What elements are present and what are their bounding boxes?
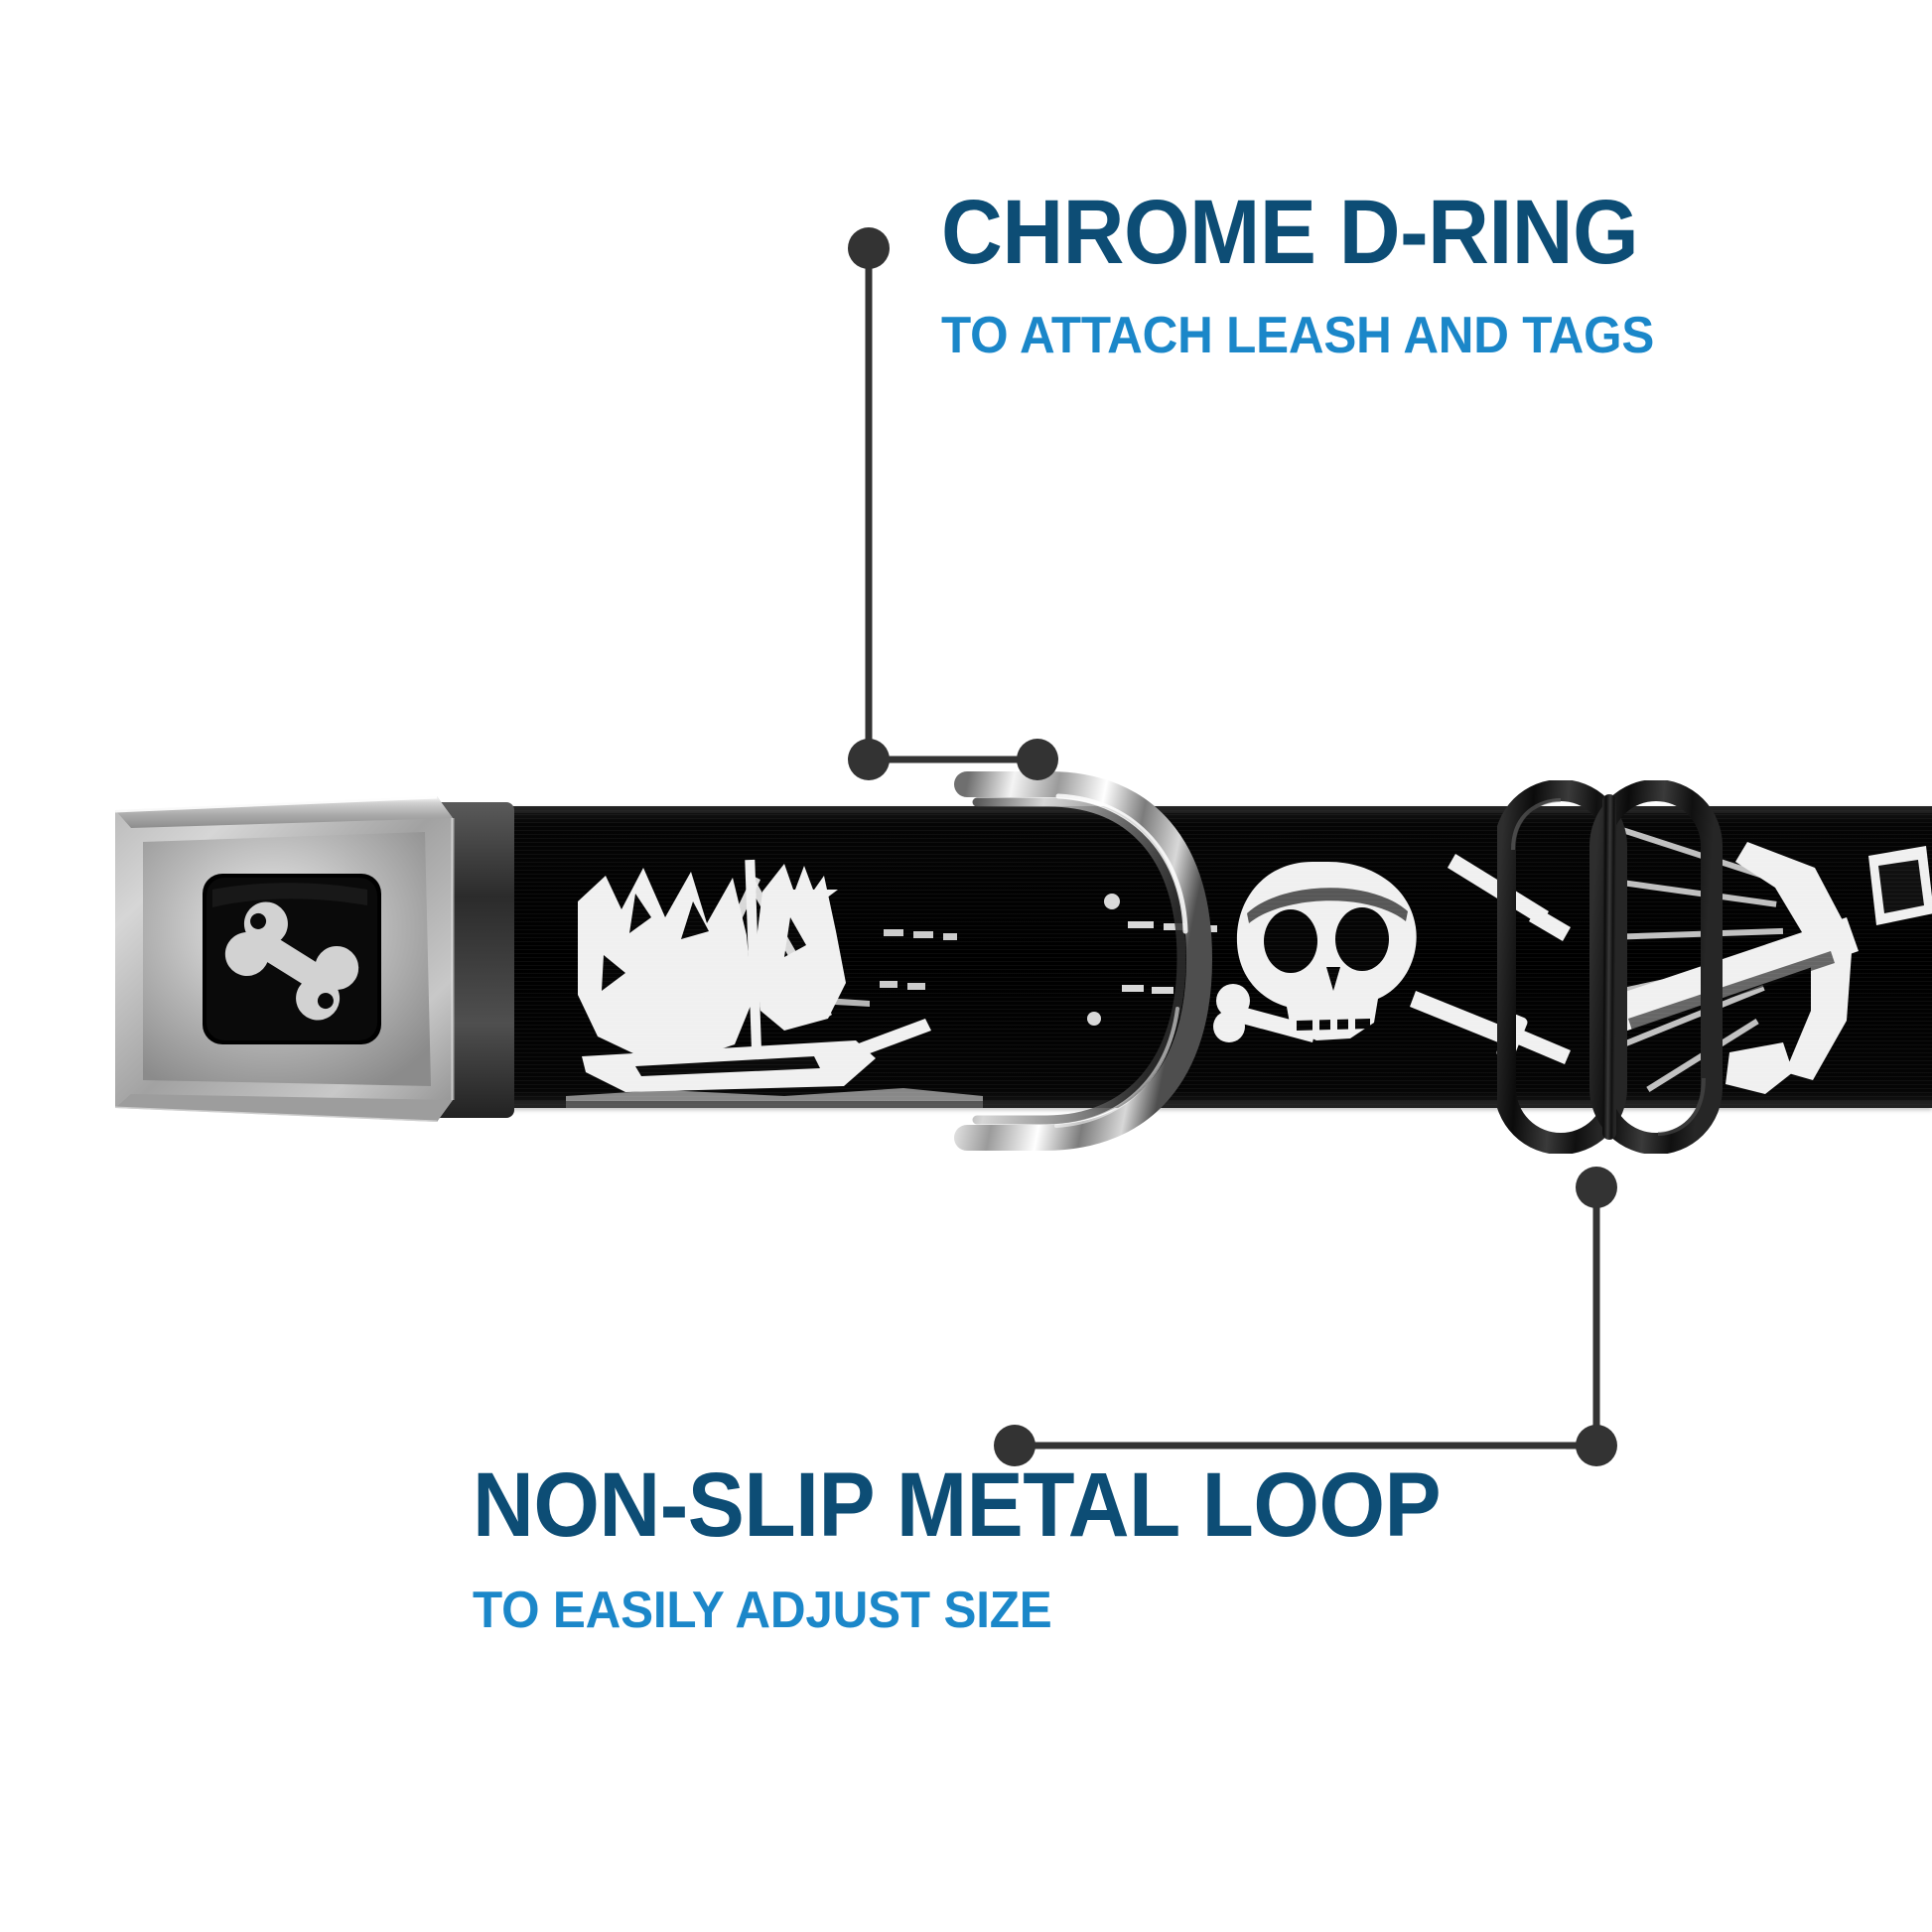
non-slip-metal-loop: [1497, 780, 1725, 1154]
callout-title-non-slip-metal-loop: NON-SLIP METAL LOOP: [473, 1454, 1442, 1556]
loop-right-oval: [1589, 780, 1723, 1154]
callout-subtitle-chrome-d-ring: TO ATTACH LEASH AND TAGS: [941, 307, 1655, 364]
callout-title-chrome-d-ring: CHROME D-RING: [941, 182, 1639, 283]
d-ring-svg: [954, 771, 1213, 1151]
loop-center-bar: [1602, 794, 1616, 1140]
seatbelt-buckle: [103, 766, 530, 1152]
callout-subtitle-non-slip-metal-loop: TO EASILY ADJUST SIZE: [473, 1582, 1052, 1639]
d-ring-metal: [954, 771, 1213, 1151]
chrome-d-ring: [933, 762, 1231, 1160]
dog-bone-logo: [224, 901, 359, 1021]
buckle-svg: [114, 793, 514, 1124]
slider-loop-svg: [1497, 780, 1723, 1154]
